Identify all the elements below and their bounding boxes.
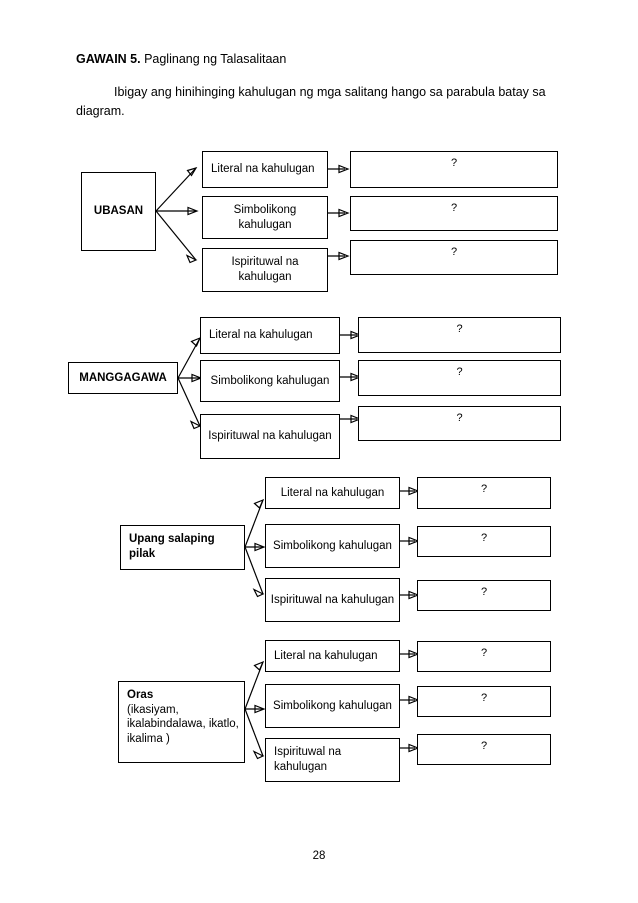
source-label-manggagawa: MANGGAGAWA (79, 371, 167, 384)
answer-placeholder: ? (450, 246, 458, 258)
answer-placeholder: ? (450, 157, 458, 169)
source-label-oras-main: Oras (127, 689, 154, 701)
branch-label: Simbolikong kahulugan (273, 539, 392, 552)
answer-placeholder: ? (450, 202, 458, 214)
instruction-text: Ibigay ang hinihinging kahulugan ng mga … (76, 85, 546, 118)
source-box-oras: Oras (ikasiyam, ikalabindalawa, ikatlo, … (118, 681, 245, 763)
page-title: GAWAIN 5. Paglinang ng Talasalitaan (76, 51, 286, 67)
source-box-ubasan: UBASAN (81, 172, 156, 251)
answer-box-manggagawa-ispirituwal[interactable]: ? (358, 406, 561, 441)
branch-label: Literal na kahulugan (274, 649, 378, 662)
answer-placeholder: ? (456, 412, 463, 424)
connector-fan-ubasan (155, 166, 199, 264)
answer-box-oras-simboliko[interactable]: ? (417, 686, 551, 717)
answer-box-salaping-pilak-simboliko[interactable]: ? (417, 526, 551, 557)
source-label-ubasan: UBASAN (93, 205, 144, 217)
activity-title: Paglinang ng Talasalitaan (140, 52, 287, 66)
answer-box-ubasan-simboliko[interactable]: ? (350, 196, 558, 231)
source-box-manggagawa: MANGGAGAWA (68, 362, 178, 394)
answer-placeholder: ? (480, 586, 488, 598)
answer-box-ubasan-literal[interactable]: ? (350, 151, 558, 188)
answer-box-manggagawa-simboliko[interactable]: ? (358, 360, 561, 396)
branch-label: Simbolikong kahulugan (210, 374, 330, 387)
branch-box-ubasan-ispirituwal: Ispirituwal na kahulugan (202, 248, 328, 292)
answer-placeholder: ? (480, 692, 488, 704)
branch-label: Ispirituwal na kahulugan (270, 593, 395, 606)
activity-number: GAWAIN 5. (76, 52, 141, 66)
branch-label: Literal na kahulugan (209, 329, 313, 341)
branch-box-manggagawa-ispirituwal: Ispirituwal na kahulugan (200, 414, 340, 459)
branch-box-manggagawa-simboliko: Simbolikong kahulugan (200, 360, 340, 402)
answer-box-salaping-pilak-literal[interactable]: ? (417, 477, 551, 509)
answer-box-salaping-pilak-ispirituwal[interactable]: ? (417, 580, 551, 611)
branch-box-salaping-pilak-simboliko: Simbolikong kahulugan (265, 524, 400, 568)
branch-box-manggagawa-literal: Literal na kahulugan (200, 317, 340, 354)
branch-box-ubasan-simboliko: Simbolikong kahulugan (202, 196, 328, 239)
answer-box-oras-literal[interactable]: ? (417, 641, 551, 672)
branch-box-salaping-pilak-ispirituwal: Ispirituwal na kahulugan (265, 578, 400, 622)
branch-box-oras-ispirituwal: Ispirituwal na kahulugan (265, 738, 400, 782)
answer-placeholder: ? (456, 366, 463, 378)
branch-label: Ispirituwal na kahulugan (274, 746, 342, 773)
branch-box-salaping-pilak-literal: Literal na kahulugan (265, 477, 400, 509)
answer-placeholder: ? (456, 323, 463, 335)
answer-box-oras-ispirituwal[interactable]: ? (417, 734, 551, 765)
branch-box-oras-literal: Literal na kahulugan (265, 640, 400, 672)
connector-arrow-ubasan-1 (328, 164, 350, 174)
answer-placeholder: ? (480, 532, 488, 544)
connector-arrow-ubasan-3 (328, 251, 350, 261)
source-label-salaping-pilak: Upang salaping pilak (129, 533, 215, 560)
branch-box-ubasan-literal: Literal na kahulugan (202, 151, 328, 188)
branch-label: Literal na kahulugan (211, 163, 315, 175)
answer-placeholder: ? (480, 483, 488, 495)
answer-placeholder: ? (480, 647, 488, 659)
branch-label: Literal na kahulugan (280, 486, 385, 499)
source-label-oras: Oras (ikasiyam, ikalabindalawa, ikatlo, … (127, 688, 240, 746)
page-number: 28 (312, 850, 326, 862)
source-label-oras-sub: (ikasiyam, ikalabindalawa, ikatlo, ikali… (127, 703, 239, 745)
branch-label: Ispirituwal na kahulugan (208, 430, 332, 442)
source-box-salaping-pilak: Upang salaping pilak (120, 525, 245, 570)
branch-label: Simbolikong kahulugan (233, 203, 297, 231)
connector-arrow-ubasan-2 (328, 208, 350, 218)
branch-label: Ispirituwal na kahulugan (231, 256, 299, 283)
answer-box-ubasan-ispirituwal[interactable]: ? (350, 240, 558, 275)
answer-box-manggagawa-literal[interactable]: ? (358, 317, 561, 353)
answer-placeholder: ? (480, 740, 488, 752)
branch-label: Simbolikong kahulugan (273, 699, 392, 712)
branch-box-oras-simboliko: Simbolikong kahulugan (265, 684, 400, 728)
